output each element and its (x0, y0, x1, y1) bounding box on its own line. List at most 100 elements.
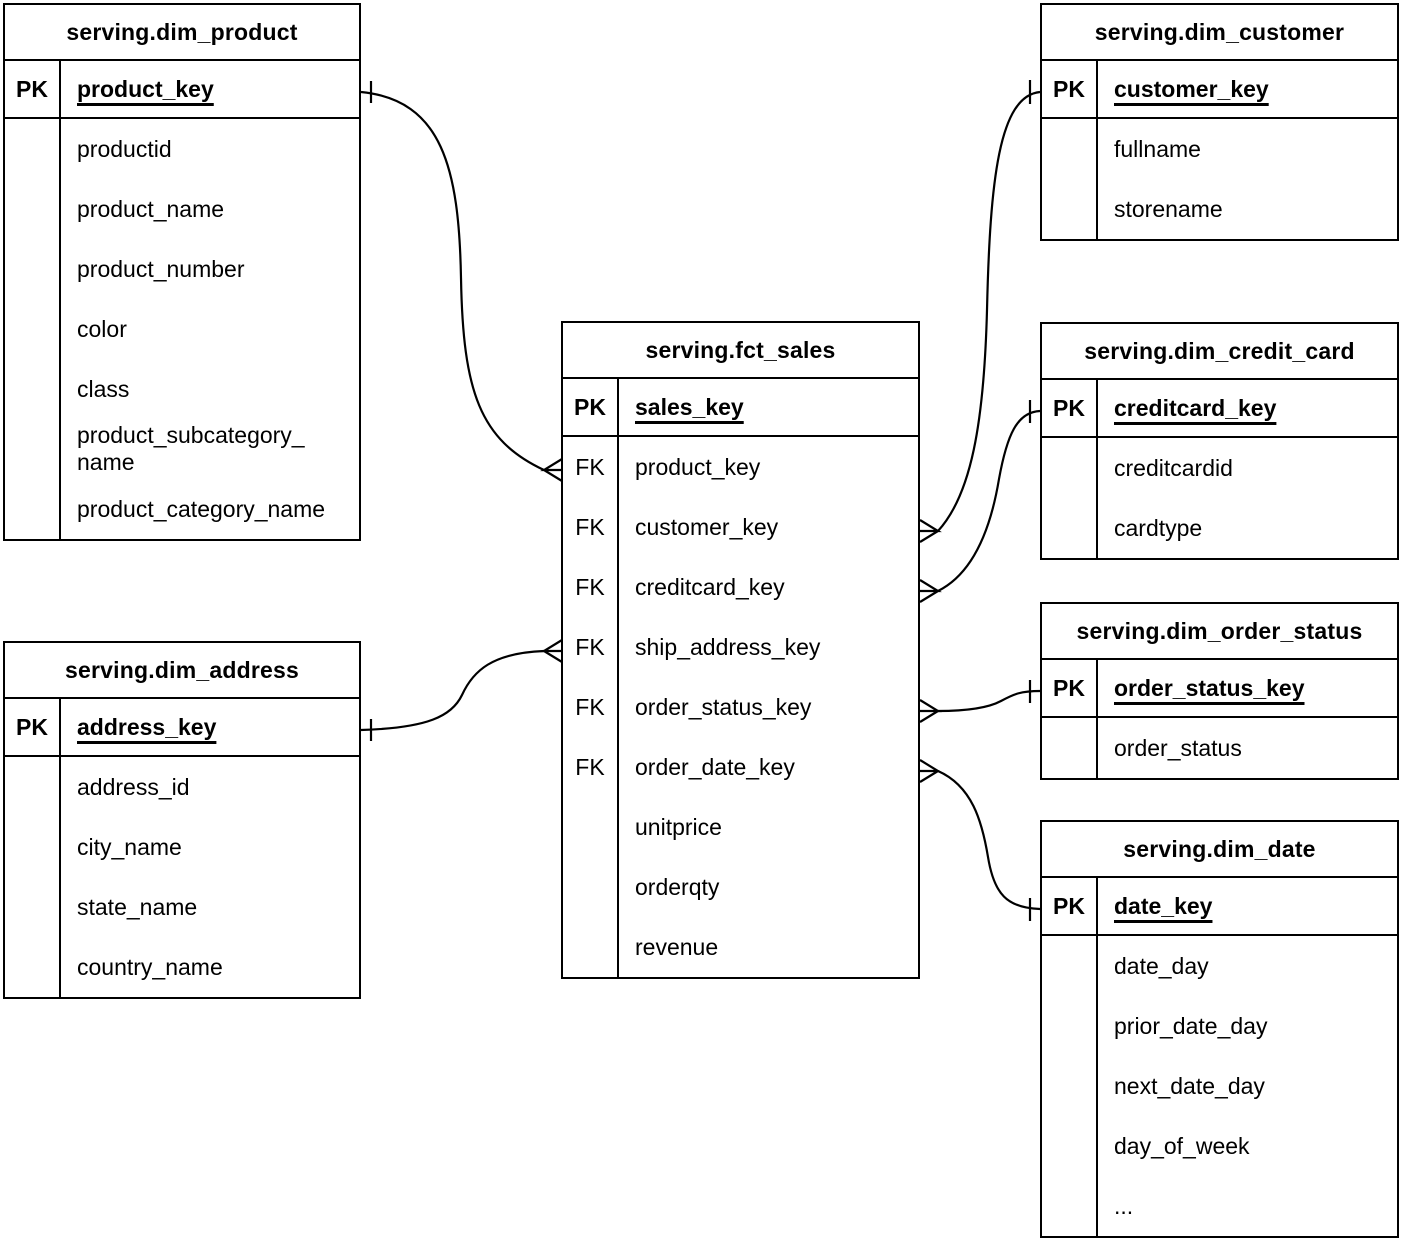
field-name: product_key (635, 453, 761, 480)
table-dim-address: serving.dim_address PK address_key addre… (3, 641, 361, 999)
fk-label: FK (563, 617, 619, 677)
key-cell (5, 479, 61, 539)
pk-field-name: sales_key (635, 393, 744, 420)
key-cell (5, 299, 61, 359)
pk-field-name: order_status_key (1114, 674, 1305, 701)
key-cell (5, 419, 61, 479)
key-cell (1042, 1116, 1098, 1176)
pk-row: PK sales_key (563, 379, 918, 437)
relationship-fct-sales-dim-credit-card (919, 400, 1041, 603)
pk-field-name: address_key (77, 713, 217, 740)
field-name: product_subcategory_ name (77, 421, 305, 475)
key-cell (1042, 936, 1098, 996)
pk-row: PK customer_key (1042, 61, 1397, 119)
field-name: unitprice (635, 813, 722, 840)
crow-foot-many-icon (919, 579, 942, 603)
key-cell (1042, 1176, 1098, 1236)
table-title: serving.dim_date (1042, 822, 1397, 878)
key-cell (563, 797, 619, 857)
field-name: color (77, 315, 127, 342)
fk-label: FK (563, 437, 619, 497)
pk-field-name: product_key (77, 75, 214, 102)
field-name: product_category_name (77, 495, 326, 522)
table-title: serving.dim_address (5, 643, 359, 699)
pk-label: PK (563, 379, 619, 435)
field-row: color (5, 299, 359, 359)
field-row: product_number (5, 239, 359, 299)
table-fct-sales: serving.fct_sales PK sales_key FK produc… (561, 321, 920, 979)
key-cell (5, 757, 61, 817)
field-name: class (77, 375, 130, 402)
relationship-line (360, 90, 545, 471)
field-row: FK creditcard_key (563, 557, 918, 617)
fk-label: FK (563, 557, 619, 617)
field-row: prior_date_day (1042, 996, 1397, 1056)
field-row: country_name (5, 937, 359, 997)
pk-label: PK (1042, 380, 1098, 436)
field-row: product_name (5, 179, 359, 239)
field-name: customer_key (635, 513, 779, 540)
field-row: orderqty (563, 857, 918, 917)
pk-row: PK address_key (5, 699, 359, 757)
key-cell (5, 239, 61, 299)
field-row: cardtype (1042, 498, 1397, 558)
key-cell (1042, 718, 1098, 778)
field-row: city_name (5, 817, 359, 877)
pk-label: PK (5, 699, 61, 755)
field-name: revenue (635, 933, 719, 960)
key-cell (1042, 1056, 1098, 1116)
crow-foot-many-icon (919, 519, 942, 543)
table-title: serving.dim_product (5, 5, 359, 61)
pk-row: PK creditcard_key (1042, 380, 1397, 438)
field-name: order_status_key (635, 693, 812, 720)
crow-foot-many-icon (540, 639, 563, 663)
key-cell (563, 857, 619, 917)
field-name: address_id (77, 773, 190, 800)
table-dim-date: serving.dim_date PK date_key date_day pr… (1040, 820, 1399, 1238)
field-row: class (5, 359, 359, 419)
crow-foot-many-icon (919, 759, 942, 783)
field-row: state_name (5, 877, 359, 937)
pk-row: PK order_status_key (1042, 660, 1397, 718)
table-dim-credit-card: serving.dim_credit_card PK creditcard_ke… (1040, 322, 1399, 560)
table-title: serving.dim_credit_card (1042, 324, 1397, 380)
field-row: product_category_name (5, 479, 359, 539)
field-name: productid (77, 135, 172, 162)
field-name: order_date_key (635, 753, 795, 780)
table-dim-order-status: serving.dim_order_status PK order_status… (1040, 602, 1399, 780)
key-cell (1042, 119, 1098, 179)
crow-foot-many-icon (540, 458, 563, 482)
key-cell (1042, 438, 1098, 498)
key-cell (5, 179, 61, 239)
pk-field-name: creditcard_key (1114, 394, 1277, 421)
pk-row: PK product_key (5, 61, 359, 119)
relationship-line (360, 649, 545, 732)
field-name: product_name (77, 195, 225, 222)
relationship-line (937, 90, 1041, 532)
field-name: ... (1114, 1192, 1134, 1219)
relationship-fct-sales-dim-product (360, 81, 563, 482)
relationship-fct-sales-dim-address (360, 639, 563, 741)
field-row: ... (1042, 1176, 1397, 1236)
relationship-line (937, 409, 1041, 592)
field-row: day_of_week (1042, 1116, 1397, 1176)
table-title: serving.dim_order_status (1042, 604, 1397, 660)
table-title: serving.fct_sales (563, 323, 918, 379)
pk-label: PK (1042, 878, 1098, 934)
key-cell (563, 917, 619, 977)
field-name: prior_date_day (1114, 1012, 1268, 1039)
relationship-line (937, 689, 1041, 713)
field-row: FK order_date_key (563, 737, 918, 797)
relationship-fct-sales-dim-date (919, 759, 1041, 921)
key-cell (5, 817, 61, 877)
key-cell (5, 359, 61, 419)
relationship-fct-sales-dim-customer (919, 80, 1041, 543)
field-row: revenue (563, 917, 918, 977)
field-row: FK ship_address_key (563, 617, 918, 677)
pk-field-name: customer_key (1114, 75, 1269, 102)
key-cell (5, 119, 61, 179)
field-row: productid (5, 119, 359, 179)
fk-label: FK (563, 737, 619, 797)
field-name: next_date_day (1114, 1072, 1265, 1099)
